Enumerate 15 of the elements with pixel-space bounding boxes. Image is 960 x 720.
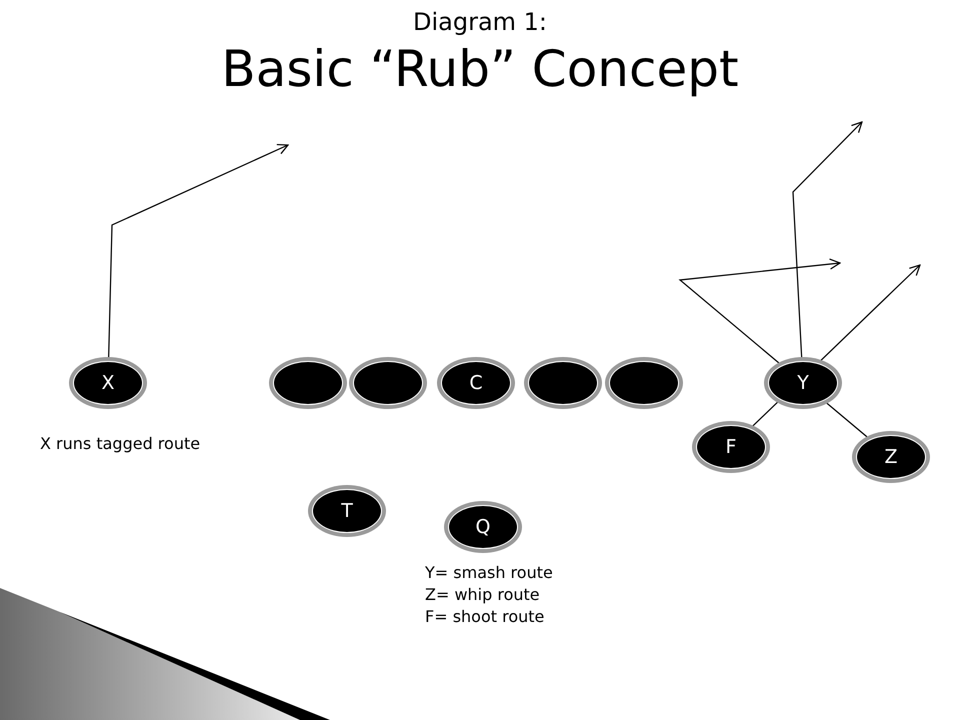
player-letter: F — [726, 438, 736, 456]
diagram-number: Diagram 1: — [412, 8, 548, 36]
note-text: X runs tagged route — [40, 434, 200, 453]
player-letter: C — [469, 374, 483, 392]
route-arrow — [792, 121, 863, 360]
route-legend-line: F= shoot route — [425, 607, 544, 626]
route-legend-line: Z= whip route — [425, 585, 540, 604]
slide-title: Basic “Rub” Concept — [221, 40, 739, 98]
player-letter: T — [341, 502, 353, 520]
player-letter: Y — [797, 374, 809, 392]
player-letter: Q — [476, 518, 490, 536]
route-arrow — [108, 144, 289, 360]
route-legend-line: Y= smash route — [425, 563, 553, 582]
player-letter: X — [101, 374, 115, 392]
player-letter: Z — [884, 448, 898, 466]
